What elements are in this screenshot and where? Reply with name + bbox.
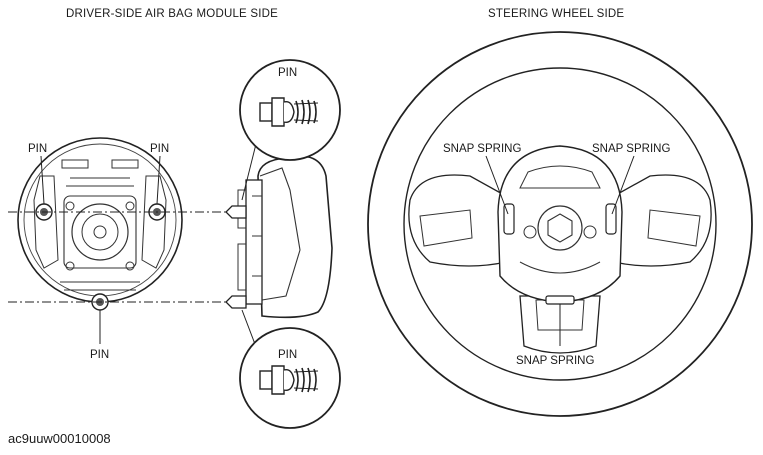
snap-spring-label-right: SNAP SPRING — [592, 143, 670, 155]
pin-label-detail-top: PIN — [278, 67, 297, 79]
snap-spring-label-left: SNAP SPRING — [443, 143, 521, 155]
airbag-module-back-view — [17, 137, 183, 344]
pin-label-detail-bottom: PIN — [278, 349, 297, 361]
center-lines — [8, 211, 238, 303]
pin-label-left: PIN — [28, 143, 47, 155]
snap-spring-label-bottom: SNAP SPRING — [516, 355, 594, 367]
pin-label-right: PIN — [150, 143, 169, 155]
figure-code: ac9uuw00010008 — [8, 431, 111, 446]
left-section-heading: DRIVER-SIDE AIR BAG MODULE SIDE — [66, 8, 278, 20]
pin-detail-bottom — [239, 327, 341, 429]
pin-detail-top — [239, 59, 341, 161]
airbag-module-side-view — [225, 155, 333, 319]
right-section-heading: STEERING WHEEL SIDE — [488, 8, 625, 20]
pin-label-bottom: PIN — [90, 349, 109, 361]
steering-wheel — [367, 31, 753, 417]
